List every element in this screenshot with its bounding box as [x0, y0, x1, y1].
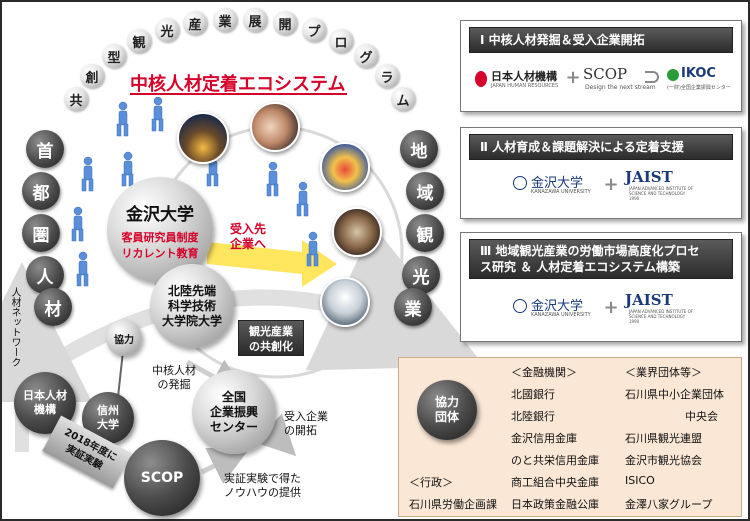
logo-kanazawa: 金沢大学 [531, 299, 584, 314]
industry-item: 金沢市観光協会 [625, 454, 702, 467]
industry-item: ISICO [625, 474, 655, 487]
arc-char: プ [302, 18, 326, 42]
right-ring-char: 域 [406, 172, 444, 210]
left-ring-char: 材 [34, 288, 72, 326]
logo-kanazawa-sub: KANAZAWA UNIVERSITY [531, 189, 591, 195]
ecosystem-title: 中核人材定着エコシステム [130, 74, 346, 95]
arc-char: 展 [243, 8, 267, 32]
kanazawa-line1: 客員研究員制度 [121, 230, 199, 244]
arc-char: ロ [329, 29, 353, 53]
photo-snow-garden [320, 277, 370, 327]
photo-building [177, 112, 229, 164]
industry-header: ＜業界団体等＞ [625, 366, 702, 379]
arc-char: 産 [183, 11, 207, 35]
industry-item: 中央会 [685, 410, 718, 423]
logo-ikoc: IKOC [681, 66, 716, 81]
logo-scop: SCOP [583, 65, 628, 83]
panel-3-title: Ⅲ 地域観光産業の労働市場高度化プロセ ス研究 ＆ 人材定着エコシステム構築 [469, 239, 733, 279]
logo-jaist: JAIST [625, 291, 673, 309]
walking-people-right-icon [266, 162, 319, 267]
right-ring-char: 観 [406, 214, 444, 252]
arc-char: 共 [64, 87, 88, 111]
photo-kimono [332, 207, 382, 257]
logo-kanazawa-sub: KANAZAWA UNIVERSITY [531, 312, 591, 318]
arc-char: 型 [102, 44, 126, 68]
arc-char: 光 [155, 18, 179, 42]
arc-char: ラ [375, 64, 399, 88]
plus-icon: + [603, 297, 619, 318]
photo-festival [320, 142, 370, 192]
logo-jaist-year: 1990 [629, 319, 640, 324]
panel-stage-2: Ⅱ 人材育成＆課題解決による定着支援 金沢大学 KANAZAWA UNIVERS… [460, 127, 742, 219]
logo-scop-sub: Design the next stream [585, 84, 656, 91]
kanazawa-line2: リカレント教育 [121, 246, 199, 260]
industry-item: 金澤八家グループ [625, 498, 713, 511]
accept-label: 受入先 企業へ [230, 222, 267, 251]
industry-item: 石川県観光連盟 [625, 432, 702, 445]
kanko-cocreation-box: 観光産業 の共創化 [238, 320, 304, 356]
network-label: 人材ネットワーク [9, 287, 20, 367]
logo-kanazawa: 金沢大学 [531, 176, 584, 191]
gov-item: 石川県労働企画課 [409, 498, 497, 511]
cooperation-badge: 協力 団体 [417, 380, 477, 440]
kyoryoku-small-sphere: 協力 [106, 320, 142, 356]
yellow-arrow [207, 240, 337, 287]
arc-char: 観 [127, 29, 151, 53]
chukaku-label: 中核人材 の発掘 [152, 364, 196, 391]
scop-sphere: SCOP [124, 440, 200, 516]
panel-stage-1: Ⅰ 中核人材発掘＆受入企業開拓 日本人材機構 JAPAN HUMAN RESOU… [460, 20, 742, 112]
left-ring-char: 人 [26, 256, 64, 294]
finance-item: 日本政策金融公庫 [511, 498, 599, 511]
finance-item: 北陸銀行 [511, 410, 555, 423]
logo-jaist-sub1: JAPAN ADVANCED INSTITUTE OF [629, 309, 694, 314]
ukeire-label: 受入企業 の開拓 [284, 410, 328, 437]
logo-jhr-sub: JAPAN HUMAN RESOURCES [491, 83, 559, 89]
plus-icon: + [565, 67, 581, 88]
logo-jaist: JAIST [625, 168, 673, 186]
right-ring-char: 地 [400, 130, 438, 168]
logo-ikoc-sub: (一財)全国企業振興センター [667, 85, 731, 91]
panel-stage-3: Ⅲ 地域観光産業の労働市場高度化プロセ ス研究 ＆ 人材定着エコシステム構築 金… [460, 232, 742, 342]
zenkoku-center-sphere: 全国 企業振興 センター [192, 370, 276, 454]
finance-item: のと共栄信用金庫 [511, 454, 599, 467]
logo-jaist-year: 1990 [629, 196, 640, 201]
finance-item: 北國銀行 [511, 388, 555, 401]
arc-char: 業 [213, 8, 237, 32]
arc-char: ム [391, 87, 415, 111]
gov-header: ＜行政＞ [409, 476, 453, 489]
arc-char: グ [354, 44, 378, 68]
logo-jaist-sub1: JAPAN ADVANCED INSTITUTE OF [629, 186, 694, 191]
arc-char: 開 [273, 11, 297, 35]
finance-item: 商工組合中央金庫 [511, 476, 599, 489]
knowhow-label: 実証実験で得た ノウハウの提供 [224, 472, 301, 499]
arrow-right-icon [645, 71, 659, 83]
right-ring-char: 業 [394, 288, 432, 326]
panel-2-title: Ⅱ 人材育成＆課題解決による定着支援 [469, 134, 733, 160]
plus-icon: + [603, 174, 619, 195]
finance-header: ＜金融機関＞ [511, 366, 577, 379]
ikoc-logo-icon [667, 69, 679, 81]
logo-jaist-sub2: SCIENCE AND TECHNOLOGY [629, 191, 686, 196]
left-ring-char: 圏 [22, 214, 60, 252]
finance-item: 金沢信用金庫 [511, 432, 577, 445]
walking-people-icon [71, 97, 219, 287]
logo-jhr: 日本人材機構 [491, 70, 557, 83]
kanazawa-name: 金沢大学 [126, 204, 194, 225]
logo-jaist-sub2: SCIENCE AND TECHNOLOGY [629, 314, 686, 319]
photo-hands [250, 102, 300, 152]
left-ring-char: 都 [22, 172, 60, 210]
cooperation-box: 協力 団体 ＜金融機関＞ ＜業界団体等＞ 北國銀行 北陸銀行 金沢信用金庫 のと… [398, 357, 742, 517]
kanazawa-crest-icon [513, 299, 527, 313]
left-ring-char: 首 [26, 130, 64, 168]
arc-char: 創 [80, 64, 104, 88]
jhr-logo-icon [475, 71, 487, 87]
right-ring-char: 光 [402, 256, 440, 294]
panel-1-title: Ⅰ 中核人材発掘＆受入企業開拓 [469, 27, 733, 53]
jaist-sphere: 北陸先端 科学技術 大学院大学 [150, 264, 234, 348]
industry-item: 石川県中小企業団体 [625, 388, 724, 401]
kanazawa-crest-icon [513, 176, 527, 190]
